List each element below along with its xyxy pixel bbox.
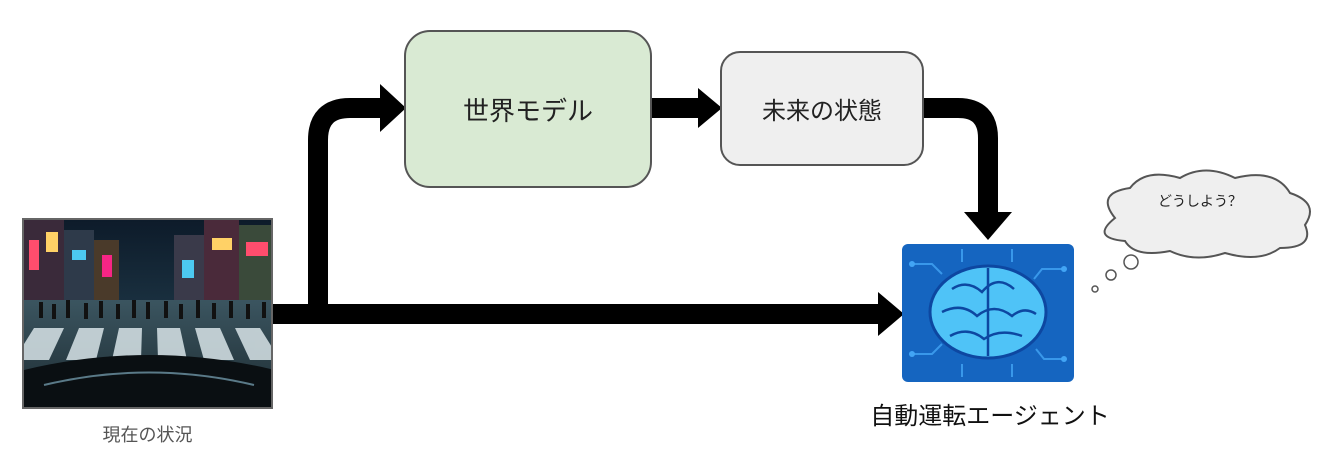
future-state-label: 未来の状態 (762, 97, 882, 125)
thought-bubble-icon (1091, 169, 1311, 293)
future-state-box: 未来の状態 (720, 51, 924, 166)
thought-text: どうしよう？ (1158, 194, 1242, 210)
arrow-future-to-agent (924, 98, 998, 212)
arrow-current-to-world-model (308, 98, 380, 314)
brain-circuit-icon (902, 244, 1074, 382)
agent-label: 自動運転エージェント (870, 402, 1110, 430)
world-model-label: 世界モデル (462, 96, 593, 127)
current-situation-label: 現在の状況 (102, 425, 193, 446)
street-photo-icon (22, 218, 273, 409)
world-model-box: 世界モデル (404, 30, 652, 188)
